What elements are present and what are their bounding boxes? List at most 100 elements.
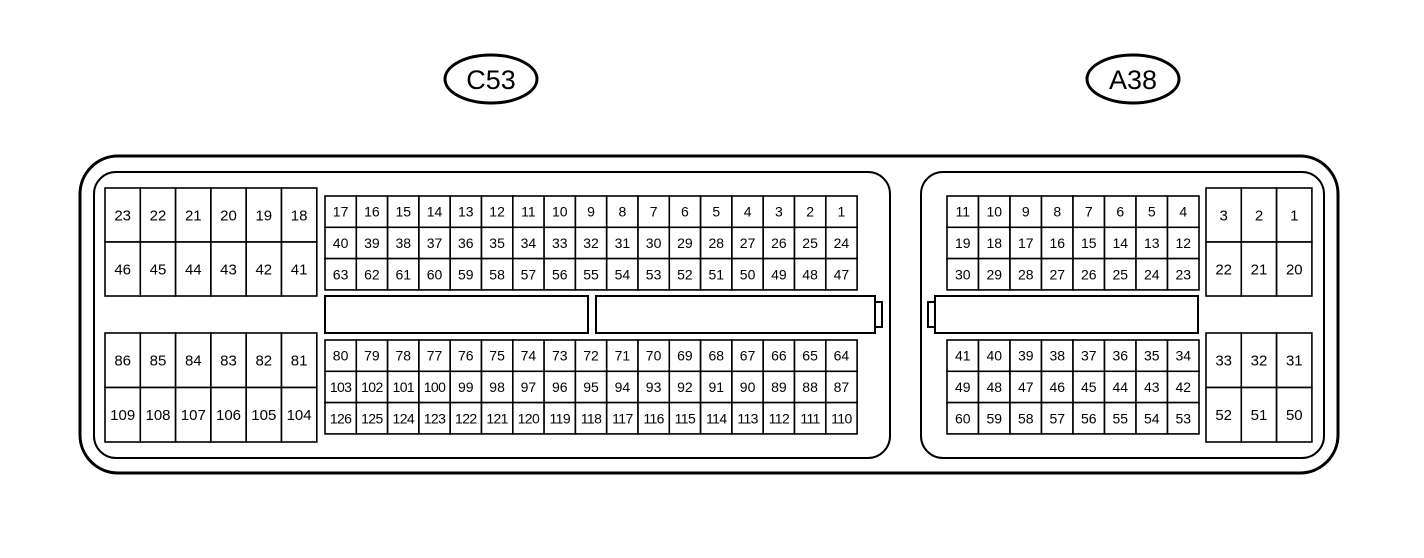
pin-cell <box>762 370 796 404</box>
pin-cell <box>543 401 577 435</box>
pin-number: 21 <box>1251 261 1268 278</box>
pin-cell <box>480 257 514 291</box>
pin-number: 20 <box>220 207 237 224</box>
pin-number: 19 <box>255 207 272 224</box>
pin-cell <box>762 226 796 260</box>
pin-number: 25 <box>802 235 818 251</box>
pin-number: 79 <box>364 348 380 364</box>
pin-number: 60 <box>427 266 443 282</box>
pin-number: 12 <box>1176 235 1192 251</box>
pin-number: 47 <box>834 266 850 282</box>
pin-number: 41 <box>291 261 308 278</box>
pin-cell <box>280 241 318 297</box>
pin-number: 3 <box>1220 207 1228 224</box>
pin-number: 91 <box>709 379 725 395</box>
pin-number: 1 <box>838 204 846 220</box>
pin-number: 2 <box>806 204 814 220</box>
pin-cell <box>386 339 420 373</box>
pin-cell <box>1135 401 1169 435</box>
pin-number: 65 <box>802 348 818 364</box>
pin-cell <box>324 339 358 373</box>
pin-number: 2 <box>1255 207 1263 224</box>
a38-key-slot <box>934 295 1199 334</box>
pin-number: 34 <box>521 235 537 251</box>
pin-number: 10 <box>987 204 1003 220</box>
pin-number: 54 <box>615 266 631 282</box>
pin-number: 25 <box>1113 266 1129 282</box>
pin-number: 92 <box>677 379 693 395</box>
outer-housing <box>78 154 1340 475</box>
pin-number: 59 <box>458 266 474 282</box>
pin-number: 117 <box>612 410 633 426</box>
pin-cell <box>605 226 639 260</box>
pin-number: 56 <box>552 266 568 282</box>
pin-cell <box>324 195 358 229</box>
pin-number: 88 <box>802 379 818 395</box>
pin-number: 71 <box>615 348 631 364</box>
pin-cell <box>699 195 733 229</box>
pin-number: 102 <box>361 379 383 395</box>
pin-number: 35 <box>1144 348 1160 364</box>
pin-number: 59 <box>987 410 1003 426</box>
pin-number: 57 <box>521 266 537 282</box>
pin-cell <box>324 257 358 291</box>
pin-number: 107 <box>181 407 206 424</box>
pin-number: 89 <box>771 379 787 395</box>
pin-cell <box>449 226 483 260</box>
pin-number: 47 <box>1018 379 1034 395</box>
pin-number: 13 <box>1144 235 1160 251</box>
pin-number: 62 <box>364 266 380 282</box>
pin-cell <box>449 195 483 229</box>
pin-number: 32 <box>1251 353 1268 370</box>
pin-number: 112 <box>769 410 790 426</box>
pin-number: 55 <box>583 266 599 282</box>
pin-number: 122 <box>455 410 477 426</box>
pin-cell <box>946 257 980 291</box>
pin-cell <box>946 370 980 404</box>
pin-number: 41 <box>955 348 971 364</box>
pin-number: 104 <box>287 407 312 424</box>
pin-cell <box>824 226 858 260</box>
pin-number: 37 <box>1081 348 1097 364</box>
pin-number: 33 <box>552 235 568 251</box>
pin-cell <box>280 187 318 243</box>
pin-number: 13 <box>458 204 474 220</box>
pin-number: 22 <box>150 207 167 224</box>
pin-number: 115 <box>675 410 696 426</box>
pin-number: 24 <box>1144 266 1160 282</box>
pin-cell <box>543 257 577 291</box>
pin-number: 124 <box>393 410 415 426</box>
pin-number: 73 <box>552 348 568 364</box>
label-a38-ellipse <box>1085 53 1181 105</box>
pin-number: 105 <box>251 407 276 424</box>
pin-number: 29 <box>677 235 693 251</box>
pin-number: 111 <box>800 410 820 426</box>
pin-number: 17 <box>333 204 349 220</box>
pin-number: 45 <box>150 261 167 278</box>
pin-number: 3 <box>775 204 783 220</box>
a38-housing <box>920 171 1325 459</box>
pin-number: 42 <box>255 261 272 278</box>
pin-number: 23 <box>1176 266 1192 282</box>
pin-cell <box>824 401 858 435</box>
pin-cell <box>1205 241 1243 297</box>
pin-number: 31 <box>1286 353 1303 370</box>
pin-number: 90 <box>740 379 756 395</box>
pin-number: 42 <box>1176 379 1192 395</box>
pin-number: 57 <box>1050 410 1066 426</box>
pin-number: 82 <box>255 353 272 370</box>
pin-cell <box>824 257 858 291</box>
pin-cell <box>824 370 858 404</box>
pin-number: 126 <box>330 410 352 426</box>
pin-number: 26 <box>771 235 787 251</box>
pin-number: 43 <box>1144 379 1160 395</box>
pin-cell <box>1240 386 1278 443</box>
pin-number: 44 <box>1113 379 1129 395</box>
pin-cell <box>210 241 247 297</box>
